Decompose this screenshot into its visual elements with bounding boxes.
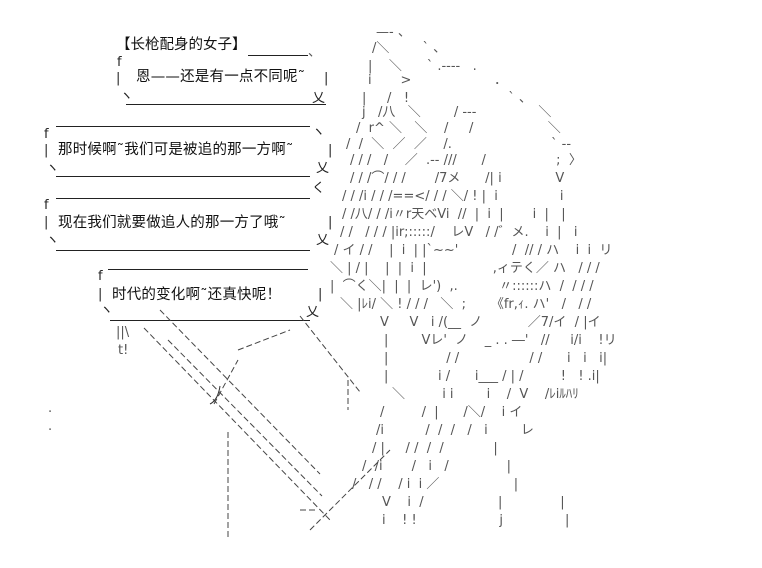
- art-row: / r^ ＼ ＼ / / ＼: [356, 121, 561, 136]
- bubble-3-right-edge: |: [328, 215, 333, 230]
- art-row: —‐ 、: [376, 25, 411, 40]
- art-row: / / ＼ ／ ／ /. ` --: [346, 137, 572, 152]
- art-row: | ⌒く＼| | | レ') ,. 〃::::::ハ / / / /: [330, 279, 594, 294]
- bubble-3-bottom-line: [56, 250, 310, 251]
- art-row: .: [48, 401, 53, 416]
- bubble-1-corner-bl: ヽ: [120, 89, 134, 104]
- bubble-1-right-edge: |: [324, 71, 329, 86]
- art-row: 、: [308, 45, 322, 60]
- bubble-4-text: 时代的变化啊˜还真快呢！: [112, 287, 282, 303]
- bubble-2-top-line: [56, 126, 310, 127]
- bubble-2-text: 那时候啊˜我们可是被追的那一方啊˜: [58, 142, 294, 158]
- art-row: | Vレ' ノ _ . . ―' // i/i !リ: [384, 333, 617, 348]
- bubble-4-corner: f: [98, 269, 103, 284]
- bubble-4-top-line: [108, 269, 308, 270]
- art-row: ＼ | / | | | i | ,ィテく／ ハ / / /: [330, 261, 600, 276]
- art-row: j /八 ＼ / --- ＼: [362, 105, 552, 120]
- art-row: V V i /(__ ノ ／7/イ / |イ: [380, 315, 601, 330]
- bubble-2-left-edge: |: [44, 143, 49, 158]
- art-row: /i / / / / i レ: [376, 423, 534, 438]
- art-row: | / / / / i i i|: [384, 351, 608, 366]
- bubble-3-corner-bl: ヽ: [46, 233, 60, 248]
- bubble-1-corner: f: [117, 55, 122, 70]
- art-row: t!: [118, 343, 129, 358]
- bubble-4-corner-bl: ヽ: [100, 303, 114, 318]
- art-row: / | / / / / |: [372, 441, 498, 456]
- art-row: / / / / / |ir;:::::/ レV / /゛メ. i | i: [340, 225, 578, 240]
- art-row: i ! ! j |: [382, 513, 570, 528]
- bubble-1-top-line: [248, 55, 308, 56]
- bubble-1-bottom-line: [126, 104, 326, 105]
- art-row: / / / / i i ／ |: [352, 477, 519, 492]
- art-row: / /八/ / /i〃r天ベVi // | i | i | |: [342, 207, 566, 222]
- art-row: .: [48, 419, 53, 434]
- art-row: ＼ |ﾚi/ ＼ ! / / / ＼ ; 《fr,ｨ. ハ' / / /: [340, 297, 592, 312]
- bubble-3-corner-tr: く: [312, 181, 326, 196]
- art-row: / / /i / / /==</ / / ＼/ ! | i i: [342, 189, 564, 204]
- art-row: / / | /＼/ i イ: [380, 405, 523, 420]
- bubble-2-corner: f: [44, 127, 49, 142]
- bubble-2-tail: 乂: [316, 161, 330, 176]
- art-row: / / / / ／ .-- /// / ; 〉: [350, 153, 582, 168]
- bubble-2-corner-tr: ヽ: [312, 125, 326, 140]
- art-row: V i / | |: [382, 495, 565, 510]
- art-row: / イ / / | i | |`~~' / // / ハ i i リ: [334, 243, 613, 258]
- art-row: ||\: [116, 325, 130, 340]
- bubble-2-bottom-line: [56, 176, 310, 177]
- bubble-3-top-line: [56, 198, 310, 199]
- art-row: /＼ ` 、: [372, 41, 447, 56]
- bubble-4-tail: 乂: [306, 305, 320, 320]
- bubble-2-right-edge: |: [328, 143, 333, 158]
- bubble-3-text: 现在我们就要做追人的那一方了哦˜: [58, 215, 286, 231]
- bubble-2-corner-bl: ヽ: [46, 161, 60, 176]
- bubble-1-left-edge: |: [116, 71, 121, 86]
- art-row: ＼ i i i / V /ﾚiﾙﾊﾘ: [392, 387, 579, 402]
- bubble-3-corner: f: [44, 198, 49, 213]
- art-row: | i / i___ / | / ! ! .i|: [384, 369, 600, 384]
- bubble-4-right-edge: |: [318, 287, 323, 302]
- bubble-4-left-edge: |: [98, 287, 103, 302]
- art-row: | / ! ` 、: [362, 91, 532, 106]
- bubble-1-text: 恩——还是有一点不同呢˜: [136, 69, 306, 85]
- art-row: / / /⌒/ / / /7メ /| i V: [350, 171, 565, 186]
- bubble-4-bottom-line: [110, 320, 310, 321]
- speaker-name: 【长枪配身的女子】: [116, 37, 247, 53]
- art-row: | ＼ ` .---- .: [368, 59, 477, 74]
- art-row: i > ．: [368, 73, 508, 88]
- bubble-3-tail: 乂: [316, 233, 330, 248]
- bubble-3-left-edge: |: [44, 215, 49, 230]
- art-row: / /i / i / |: [362, 459, 511, 474]
- bubble-1-tail: 乂: [312, 91, 326, 106]
